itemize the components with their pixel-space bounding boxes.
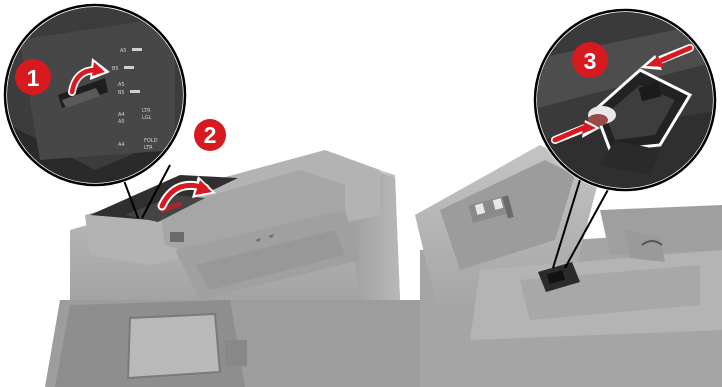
svg-text:B5: B5 — [118, 90, 125, 96]
svg-text:LTR: LTR — [144, 145, 153, 151]
svg-text:A5: A5 — [118, 119, 125, 125]
svg-text:A4: A4 — [118, 112, 125, 118]
svg-text:A4: A4 — [118, 142, 125, 148]
svg-text:B5: B5 — [112, 66, 119, 72]
touch-screen — [128, 314, 220, 378]
svg-text:A5: A5 — [118, 82, 125, 88]
right-printer — [415, 145, 722, 387]
svg-text:A5: A5 — [120, 48, 127, 54]
step-2-number: 2 — [204, 122, 217, 148]
step-3-number: 3 — [584, 48, 597, 74]
svg-text:LTR: LTR — [142, 108, 151, 114]
svg-text:FOLD: FOLD — [144, 138, 158, 144]
step-1-number: 1 — [27, 65, 40, 91]
svg-text:LGL: LGL — [142, 115, 152, 121]
